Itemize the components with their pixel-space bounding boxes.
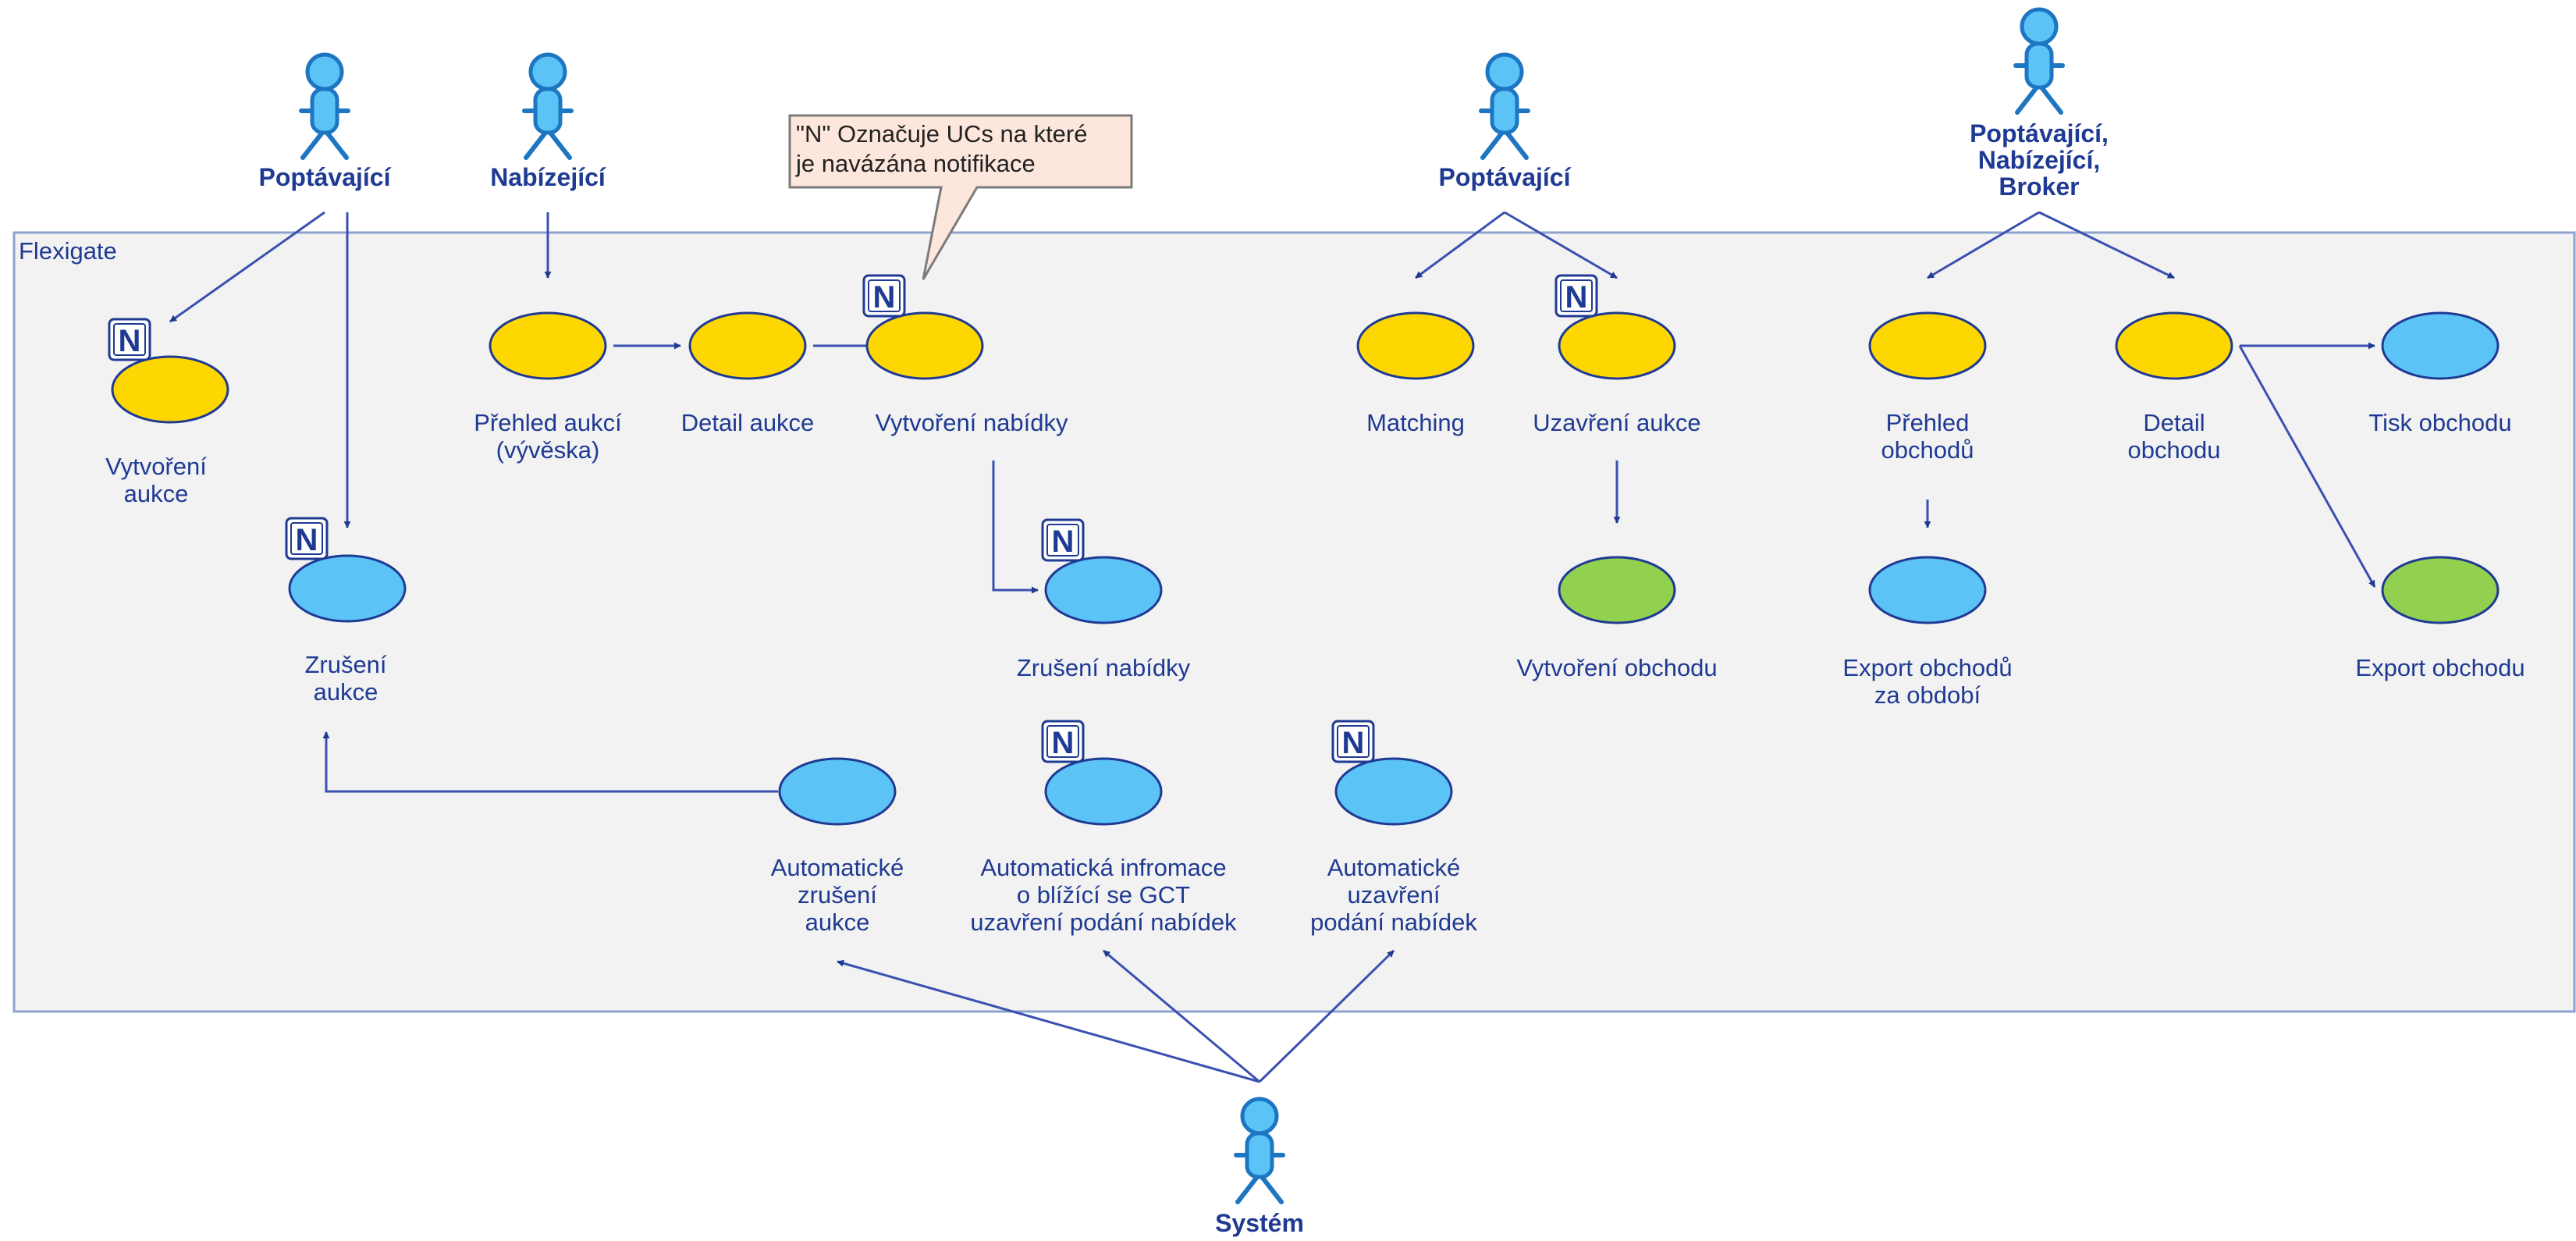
actor-poptavajici-1-icon <box>299 52 350 160</box>
actor-label-combined: Nabízející, <box>1978 146 2101 174</box>
use-case-detail-obchodu <box>2115 311 2233 380</box>
relation-automaticke-zruseni-aukce-to-zruseni-aukce <box>322 731 778 793</box>
use-case-label-automaticka-informace-gct: uzavření podání nabídek <box>970 909 1237 936</box>
use-case-label-zruseni-aukce: aukce <box>314 678 378 706</box>
use-case-matching <box>1356 311 1475 380</box>
note-line-2: je navázána notifikace <box>795 150 1036 177</box>
system-boundary-label: Flexigate <box>19 237 117 265</box>
relation-combined-to-detail-obchodu <box>2038 211 2175 279</box>
note-callout: "N" Označuje UCs na které je navázána no… <box>788 114 1133 280</box>
notification-badge-icon: N <box>1331 720 1375 763</box>
relation-vytvoreni-nabidky-to-zruseni-nabidky <box>992 460 1039 594</box>
use-case-label-tisk-obchodu: Tisk obchodu <box>2368 409 2511 436</box>
actor-label-poptavajici-1: Poptávající <box>259 163 392 191</box>
notification-badge-icon: N <box>1554 274 1598 318</box>
use-case-label-automaticke-zruseni-aukce: aukce <box>805 909 870 936</box>
relation-system-to-automaticka-informace-gct <box>1103 949 1260 1083</box>
use-case-automaticke-zruseni-aukce <box>778 757 897 826</box>
use-case-vytvoreni-aukce <box>111 355 229 424</box>
notification-badge-icon: N <box>862 274 906 318</box>
use-case-label-detail-aukce: Detail aukce <box>681 409 815 436</box>
use-case-prehled-obchodu <box>1868 311 1987 380</box>
relation-poptavajici-2-to-matching <box>1415 211 1505 279</box>
use-case-label-prehled-obchodu: obchodů <box>1881 436 1974 464</box>
use-case-label-detail-obchodu: obchodu <box>2128 436 2221 464</box>
use-case-label-prehled-aukci: (vývěska) <box>496 436 600 464</box>
note-line-1: "N" Označuje UCs na které <box>796 120 1087 148</box>
use-case-label-automaticke-zruseni-aukce: Automatické <box>771 854 904 881</box>
notification-badge-icon: N <box>108 318 151 361</box>
relation-poptavajici-1-to-vytvoreni-aukce <box>169 211 325 323</box>
use-case-label-matching: Matching <box>1366 409 1465 436</box>
use-case-prehled-aukci <box>489 311 607 380</box>
relation-poptavajici-2-to-uzavreni-aukce <box>1504 211 1618 279</box>
use-cases <box>111 311 2500 826</box>
use-case-label-automaticke-uzavreni-podani: podání nabídek <box>1310 909 1477 936</box>
use-case-label-automaticke-uzavreni-podani: uzavření <box>1348 881 1441 909</box>
use-case-label-prehled-aukci: Přehled aukcí <box>474 409 622 436</box>
use-case-label-prehled-obchodu: Přehled <box>1886 409 1970 436</box>
svg-text:N: N <box>1052 524 1075 559</box>
actor-nabizejici-icon <box>522 52 574 160</box>
use-case-label-export-obchodu-za-obdobi: Export obchodů <box>1842 654 2012 681</box>
use-case-label-automaticke-uzavreni-podani: Automatické <box>1327 854 1461 881</box>
use-case-automaticka-informace-gct <box>1044 757 1163 826</box>
use-case-label-detail-obchodu: Detail <box>2143 409 2205 436</box>
use-case-label-export-obchodu: Export obchodu <box>2355 654 2524 681</box>
svg-text:N: N <box>296 523 318 557</box>
actor-combined-icon <box>2013 7 2065 115</box>
use-case-label-automaticke-zruseni-aukce: zrušení <box>798 881 877 909</box>
use-case-export-obchodu-za-obdobi <box>1868 556 1987 624</box>
svg-text:N: N <box>873 280 896 315</box>
use-case-vytvoreni-nabidky <box>865 311 984 380</box>
use-case-automaticke-uzavreni-podani <box>1334 757 1453 826</box>
use-case-label-uzavreni-aukce: Uzavření aukce <box>1533 409 1700 436</box>
use-case-label-vytvoreni-aukce: aukce <box>124 480 189 507</box>
use-case-label-export-obchodu-za-obdobi: za období <box>1874 681 1981 709</box>
relation-detail-obchodu-to-export-obchodu <box>2238 345 2376 588</box>
use-case-zruseni-nabidky <box>1044 556 1163 624</box>
actor-label-poptavajici-2: Poptávající <box>1439 163 1572 191</box>
actor-system-icon <box>1234 1097 1285 1204</box>
relation-system-to-automaticke-zruseni-aukce <box>837 959 1260 1083</box>
use-case-label-vytvoreni-obchodu: Vytvoření obchodu <box>1516 654 1717 681</box>
note-box <box>788 114 1133 280</box>
use-case-label-automaticka-informace-gct: Automatická infromace <box>980 854 1226 881</box>
actor-label-combined: Poptávající, <box>1970 119 2109 148</box>
notification-badges: N N N N N N N <box>108 274 1598 763</box>
use-case-label-vytvoreni-nabidky: Vytvoření nabídky <box>876 409 1068 436</box>
actors <box>299 7 2065 1204</box>
use-case-vytvoreni-obchodu <box>1558 556 1676 624</box>
use-case-tisk-obchodu <box>2381 311 2500 380</box>
use-case-zruseni-aukce <box>288 554 407 623</box>
relation-combined-to-prehled-obchodu <box>1927 211 2040 279</box>
actor-label-combined: Broker <box>1999 172 2079 201</box>
use-case-label-zruseni-nabidky: Zrušení nabídky <box>1017 654 1191 681</box>
notification-badge-icon: N <box>1041 518 1085 562</box>
use-case-label-automaticka-informace-gct: o blížící se GCT <box>1017 881 1190 909</box>
svg-text:N: N <box>119 324 141 358</box>
svg-text:N: N <box>1052 726 1075 760</box>
actor-poptavajici-2-icon <box>1479 52 1530 160</box>
notification-badge-icon: N <box>1041 720 1085 763</box>
svg-text:N: N <box>1565 280 1588 315</box>
svg-text:N: N <box>1342 726 1365 760</box>
actor-label-nabizejici: Nabízející <box>490 163 606 191</box>
notification-badge-icon: N <box>285 517 329 560</box>
use-case-label-zruseni-aukce: Zrušení <box>304 651 386 678</box>
use-case-label-vytvoreni-aukce: Vytvoření <box>105 453 207 480</box>
actor-label-system: Systém <box>1215 1209 1304 1237</box>
relation-system-to-automaticke-uzavreni-podani <box>1258 949 1395 1083</box>
use-case-detail-aukce <box>688 311 807 380</box>
use-case-export-obchodu <box>2381 556 2500 624</box>
use-case-uzavreni-aukce <box>1558 311 1676 380</box>
relations <box>169 211 2376 1083</box>
